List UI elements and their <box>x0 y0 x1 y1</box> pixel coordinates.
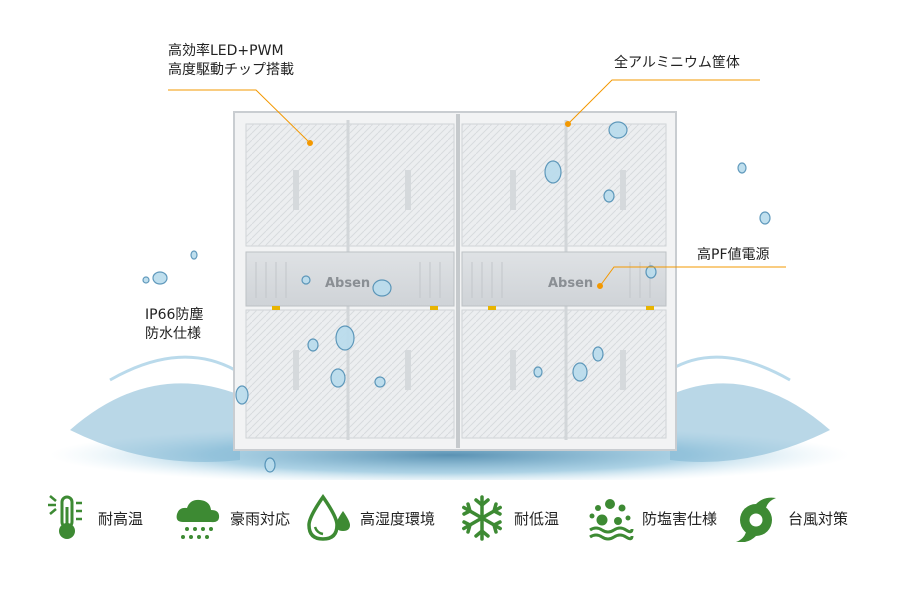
snowflake-icon <box>456 492 508 544</box>
callout-power: 高PF値電源 <box>697 247 770 263</box>
cabinet: Absen Absen <box>233 111 677 451</box>
callout-ip66-line2: 防水仕様 <box>145 326 201 342</box>
feature-high-humidity: 高湿度環境 <box>302 490 435 546</box>
feature-label: 耐低温 <box>514 509 560 528</box>
rain-cloud-icon <box>172 492 224 544</box>
feature-typhoon: 台風対策 <box>730 490 848 546</box>
led-cabinet-illustration: Absen Absen <box>50 79 850 480</box>
water-droplets <box>142 121 771 473</box>
callout-lines <box>168 79 786 289</box>
feature-low-temp: 耐低温 <box>456 490 559 546</box>
callout-aluminum: 全アルミニウム筐体 <box>614 55 740 71</box>
feature-high-temp: 耐高温 <box>40 490 143 546</box>
callout-led: 高効率LED+PWM 高度駆動チップ搭載 <box>168 42 294 80</box>
feature-label: 台風対策 <box>788 509 849 528</box>
salt-particles-icon <box>584 492 636 544</box>
feature-salt-damage: 防塩害仕様 <box>584 490 717 546</box>
brand-logo-right: Absen <box>548 276 593 291</box>
water-drops-icon <box>302 492 354 544</box>
feature-heavy-rain: 豪雨対応 <box>172 490 290 546</box>
callout-led-line2: 高度駆動チップ搭載 <box>168 62 294 78</box>
callout-ip66: IP66防塵 防水仕様 <box>145 306 203 344</box>
feature-label: 防塩害仕様 <box>642 509 718 528</box>
feature-label: 豪雨対応 <box>230 509 291 528</box>
feature-label: 高湿度環境 <box>360 509 436 528</box>
callout-led-line1: 高効率LED+PWM <box>168 43 284 59</box>
typhoon-icon <box>730 492 782 544</box>
thermometer-sun-icon <box>40 492 92 544</box>
brand-logo-left: Absen <box>325 276 370 291</box>
callout-ip66-line1: IP66防塵 <box>145 307 204 323</box>
feature-label: 耐高温 <box>98 509 144 528</box>
